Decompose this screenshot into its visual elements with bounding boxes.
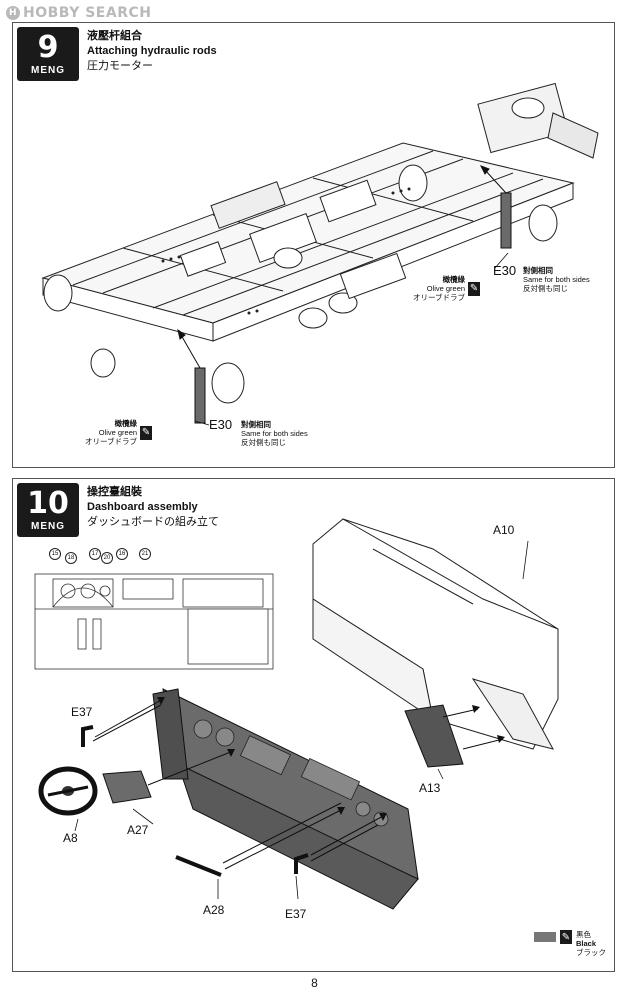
part-label-e37: E37 bbox=[71, 705, 93, 719]
legend-zh: 黑色 bbox=[576, 930, 591, 939]
page-number: 8 bbox=[311, 976, 318, 990]
title-zh: 液壓杆組合 bbox=[87, 30, 142, 42]
note-en: Same for both sides bbox=[523, 275, 590, 284]
part-label-e30: E30 bbox=[209, 417, 233, 432]
color-swatch bbox=[534, 932, 556, 942]
note-zh: 對側相同 bbox=[241, 420, 271, 429]
decal-marker-16: 16 bbox=[116, 548, 128, 560]
watermark-logo: H HOBBY SEARCH bbox=[6, 4, 151, 22]
paint-legend-black: ✎ 黑色 Black ブラック bbox=[534, 930, 606, 957]
watermark-text: HOBBY SEARCH bbox=[23, 5, 152, 21]
step-9-badge: 9 MENG bbox=[17, 27, 79, 81]
same-both-sides-note: 對側相同 Same for both sides 反対側も同じ bbox=[241, 420, 308, 447]
step-10-title: 操控臺組裝 Dashboard assembly ダッシュボードの組み立て bbox=[87, 485, 219, 530]
paint-name-zh: 橄欖綠 bbox=[442, 275, 466, 284]
paint-name-jp: オリーブドラブ bbox=[413, 293, 466, 302]
dashboard-illustration bbox=[34, 518, 559, 910]
note-zh: 對側相同 bbox=[523, 266, 553, 275]
note-jp: 反対側も同じ bbox=[523, 284, 568, 293]
title-jp: ダッシュボードの組み立て bbox=[87, 516, 219, 528]
step-10-badge: 10 MENG bbox=[17, 483, 79, 537]
decal-marker-18: 18 bbox=[65, 552, 77, 564]
legend-jp: ブラック bbox=[576, 948, 606, 957]
note-en: Same for both sides bbox=[241, 429, 308, 438]
chassis-illustration bbox=[41, 82, 599, 426]
title-en: Attaching hydraulic rods bbox=[87, 45, 217, 57]
paint-brush-icon: ✎ bbox=[140, 425, 153, 440]
paint-callout-olive-1: 橄欖綠 Olive green オリーブドラブ ✎ bbox=[413, 275, 481, 302]
part-label-e37-right: E37 bbox=[285, 907, 307, 921]
part-label-a27: A27 bbox=[127, 823, 149, 837]
decal-reference-sketch bbox=[34, 573, 274, 670]
part-label-a10: A10 bbox=[493, 523, 515, 537]
part-label-a13: A13 bbox=[419, 781, 441, 795]
step-9-title: 液壓杆組合 Attaching hydraulic rods 圧力モーター bbox=[87, 29, 217, 74]
paint-brush-icon: ✎ bbox=[560, 930, 572, 944]
step-10-panel: 10 MENG 操控臺組裝 Dashboard assembly ダッシュボード… bbox=[12, 478, 615, 972]
note-jp: 反対側も同じ bbox=[241, 438, 286, 447]
decal-marker-21: 21 bbox=[139, 548, 151, 560]
decal-marker-17: 17 bbox=[89, 548, 101, 560]
step-9-panel: 9 MENG 液壓杆組合 Attaching hydraulic rods 圧力… bbox=[12, 22, 615, 468]
title-zh: 操控臺組裝 bbox=[87, 486, 142, 498]
paint-name-en: Olive green bbox=[98, 428, 138, 437]
legend-en: Black bbox=[576, 939, 597, 948]
step-number: 10 bbox=[27, 485, 69, 521]
part-label-e30: E30 bbox=[493, 263, 517, 278]
decal-marker-15: 15 bbox=[49, 548, 61, 560]
title-jp: 圧力モーター bbox=[87, 60, 153, 72]
brand-logo: MENG bbox=[31, 520, 65, 532]
same-both-sides-note: 對側相同 Same for both sides 反対側も同じ bbox=[523, 266, 590, 293]
brand-logo: MENG bbox=[31, 64, 65, 76]
paint-brush-icon: ✎ bbox=[468, 281, 481, 296]
part-label-a8: A8 bbox=[63, 831, 78, 845]
paint-name-zh: 橄欖綠 bbox=[114, 419, 138, 428]
title-en: Dashboard assembly bbox=[87, 501, 198, 513]
paint-name-jp: オリーブドラブ bbox=[85, 437, 138, 446]
hobby-search-icon: H bbox=[6, 6, 20, 20]
decal-marker-20: 20 bbox=[101, 552, 113, 564]
paint-callout-olive-2: 橄欖綠 Olive green オリーブドラブ ✎ bbox=[85, 419, 153, 446]
step-number: 9 bbox=[37, 29, 59, 65]
part-label-a28: A28 bbox=[203, 903, 225, 917]
paint-name-en: Olive green bbox=[426, 284, 466, 293]
